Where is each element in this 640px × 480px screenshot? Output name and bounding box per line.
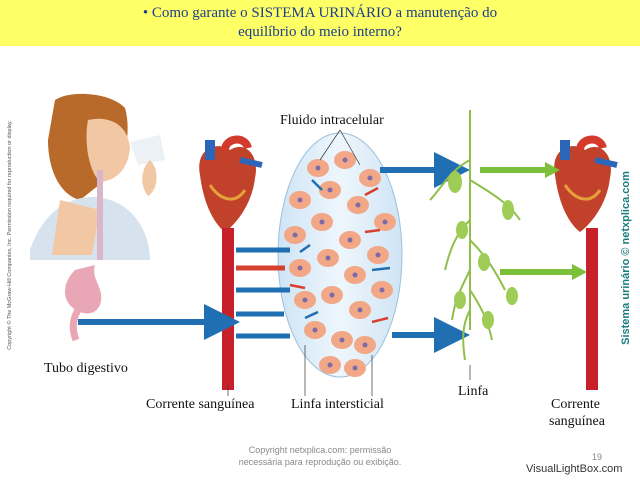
- footer-line1: Copyright netxplica.com: permissão: [248, 445, 392, 455]
- page-number: 19: [592, 452, 603, 462]
- lymph-vessels: [429, 110, 521, 361]
- label-corrente-right: Corrente: [551, 397, 600, 412]
- label-corrente-sanguinea-left: Corrente sanguínea: [146, 397, 255, 412]
- slide-title: • Como garante o SISTEMA URINÁRIO a manu…: [0, 4, 640, 42]
- slide-title-line1: • Como garante o SISTEMA URINÁRIO a manu…: [142, 5, 498, 21]
- label-linfa: Linfa: [458, 384, 489, 399]
- label-sanguinea-right: sanguínea: [549, 414, 605, 429]
- footer-line2: necessária para reprodução ou exibição.: [238, 457, 402, 467]
- label-linfa-intersticial: Linfa intersticial: [291, 397, 384, 412]
- lymph-nodes: [448, 171, 518, 329]
- woman-drinking-illustration: [30, 93, 165, 342]
- bloodstream-vessel-left: [222, 228, 234, 390]
- blood-interstitial-arrows: [236, 247, 290, 339]
- cells-group: [284, 151, 396, 377]
- bloodstream-vessel-right: [586, 228, 598, 390]
- heart-right-illustration: [554, 135, 618, 232]
- slide-header: • Como garante o SISTEMA URINÁRIO a manu…: [0, 0, 640, 46]
- side-credit-text: Sistema urinário © netxplica.com: [620, 171, 632, 345]
- label-fluido-intracelular: Fluido intracelular: [280, 113, 384, 128]
- watermark-link[interactable]: VisualLightBox.com: [526, 463, 623, 475]
- exchange-arrows: [289, 179, 391, 324]
- heart-left-illustration: [199, 135, 263, 232]
- slide-title-line2: equilíbrio do meio interno?: [238, 24, 402, 40]
- label-tubo-digestivo: Tubo digestivo: [44, 361, 128, 376]
- side-copyright-text: Copyright © The McGraw-Hill Companies, I…: [7, 120, 13, 350]
- label-leader-lines: [227, 129, 471, 396]
- footer-copyright: Copyright netxplica.com: permissão neces…: [180, 444, 460, 468]
